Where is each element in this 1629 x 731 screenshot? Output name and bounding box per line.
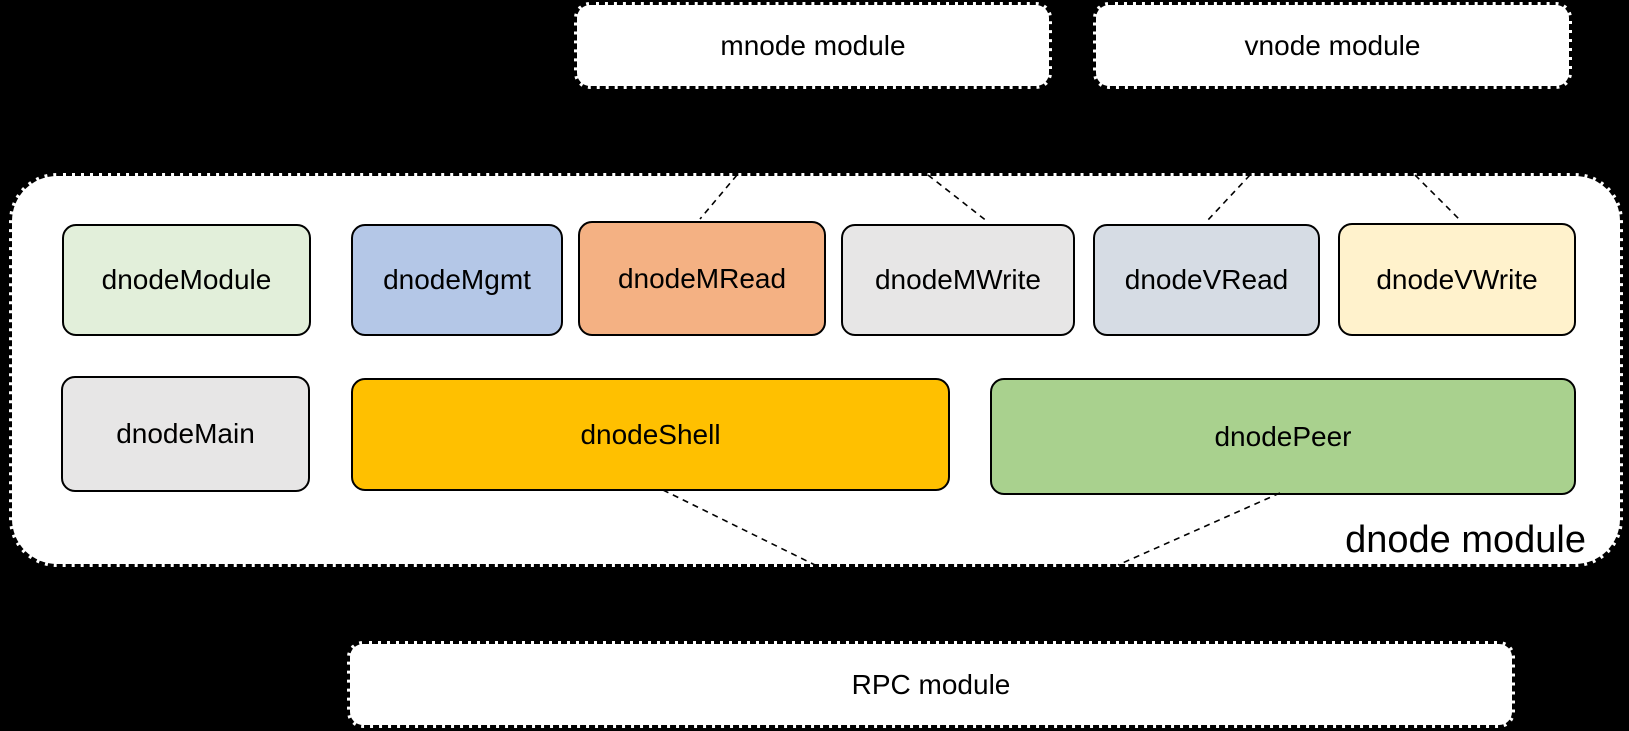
node-dnodeMgmt-label: dnodeMgmt [383, 264, 531, 295]
node-dnodeVRead-label: dnodeVRead [1124, 264, 1289, 295]
module-mnode-label: mnode module [720, 29, 906, 61]
node-dnodePeer-label: dnodePeer [1214, 420, 1352, 452]
node-dnodeShell-label: dnodeShell [580, 418, 721, 450]
module-mnode: mnode module [574, 2, 1052, 89]
node-dnodeMRead: dnodeMRead [578, 221, 826, 336]
module-rpc-label: RPC module [851, 668, 1011, 700]
node-dnodeVWrite: dnodeVWrite [1338, 223, 1576, 336]
module-vnode: vnode module [1093, 2, 1572, 89]
node-dnodeVRead: dnodeVRead [1093, 224, 1320, 336]
node-dnodeMain: dnodeMain [61, 376, 310, 492]
node-dnodeModule-label: dnodeModule [101, 264, 272, 295]
node-dnodePeer: dnodePeer [990, 378, 1576, 495]
module-rpc: RPC module [347, 641, 1515, 728]
module-vnode-label: vnode module [1244, 29, 1421, 61]
node-dnodeMRead-label: dnodeMRead [617, 262, 787, 294]
node-dnodeMWrite-label: dnodeMWrite [874, 264, 1041, 295]
node-dnodeMain-label: dnodeMain [116, 418, 255, 449]
module-dnode-container: dnodeModule dnodeMgmt dnodeMRead dnodeMW… [9, 173, 1623, 567]
node-dnodeShell: dnodeShell [351, 378, 950, 491]
node-dnodeMWrite: dnodeMWrite [841, 224, 1075, 336]
node-dnodeMgmt: dnodeMgmt [351, 224, 563, 336]
node-dnodeModule: dnodeModule [62, 224, 311, 336]
node-dnodeVWrite-label: dnodeVWrite [1376, 263, 1538, 295]
dnode-container-label: dnode module [1345, 519, 1586, 562]
